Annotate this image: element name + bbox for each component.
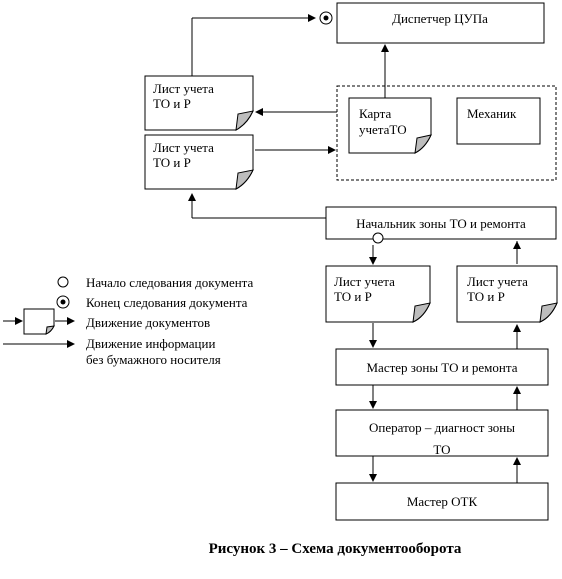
arrow-list-right-to-chief-tip: [513, 241, 521, 249]
legend-info-label-line2: без бумажного носителя: [86, 352, 221, 367]
legend-doc-move-icon: [3, 308, 75, 335]
end-marker-icon: [319, 11, 333, 25]
doc-card-line1: Карта: [359, 106, 391, 121]
legend-start-label: Начало следования документа: [86, 275, 254, 290]
doc-card-line2: учетаТО: [359, 122, 407, 137]
legend-info-label-line1: Движение информации: [86, 336, 215, 351]
chief-label: Начальник зоны ТО и ремонта: [356, 216, 526, 231]
doc-list-top-line2: ТО и Р: [153, 96, 191, 111]
mechanic-node: Механик: [456, 97, 541, 145]
master-zone-node: Мастер зоны ТО и ремонта: [335, 348, 549, 386]
doc-list-right-line1: Лист учета: [467, 274, 528, 289]
legend-start-icon: [57, 276, 69, 288]
doc-list-left-line1: Лист учета: [334, 274, 395, 289]
master-zone-label: Мастер зоны ТО и ремонта: [367, 360, 518, 375]
doc-card: Карта учетаТО: [348, 97, 432, 154]
figure-caption: Рисунок 3 – Схема документооборота: [209, 541, 462, 557]
legend-doc-move-label: Движение документов: [86, 315, 210, 330]
start-marker-icon: [372, 232, 384, 244]
master-otk-label: Мастер ОТК: [407, 494, 478, 509]
operator-node: Оператор – диагност зоны ТО: [335, 409, 549, 457]
dashed-group-frame: [336, 85, 557, 181]
legend-end-label: Конец следования документа: [86, 295, 248, 310]
doc-list-left: Лист учета ТО и Р: [325, 265, 431, 323]
operator-label-line2: ТО: [433, 442, 450, 457]
legend: Начало следования документа Конец следов…: [3, 275, 254, 367]
flow-arrows: [188, 14, 521, 483]
doc-list-top-line1: Лист учета: [153, 81, 214, 96]
legend-end-icon: [56, 295, 70, 309]
operator-label-line1: Оператор – диагност зоны: [369, 420, 515, 435]
doc-list-right: Лист учета ТО и Р: [456, 265, 558, 323]
doc-list-left-line2: ТО и Р: [334, 289, 372, 304]
master-otk-node: Мастер ОТК: [335, 482, 549, 521]
mechanic-label: Механик: [467, 106, 517, 121]
dispatcher-label: Диспетчер ЦУПа: [392, 11, 488, 26]
doc-list-top: Лист учета ТО и Р: [144, 75, 254, 131]
chief-node: Начальник зоны ТО и ремонта: [325, 206, 557, 240]
doc-list-middle-line1: Лист учета: [153, 140, 214, 155]
dispatcher-node: Диспетчер ЦУПа: [336, 2, 545, 44]
doc-list-middle-line2: ТО и Р: [153, 155, 191, 170]
doc-list-right-line2: ТО и Р: [467, 289, 505, 304]
doc-list-middle: Лист учета ТО и Р: [144, 134, 254, 190]
